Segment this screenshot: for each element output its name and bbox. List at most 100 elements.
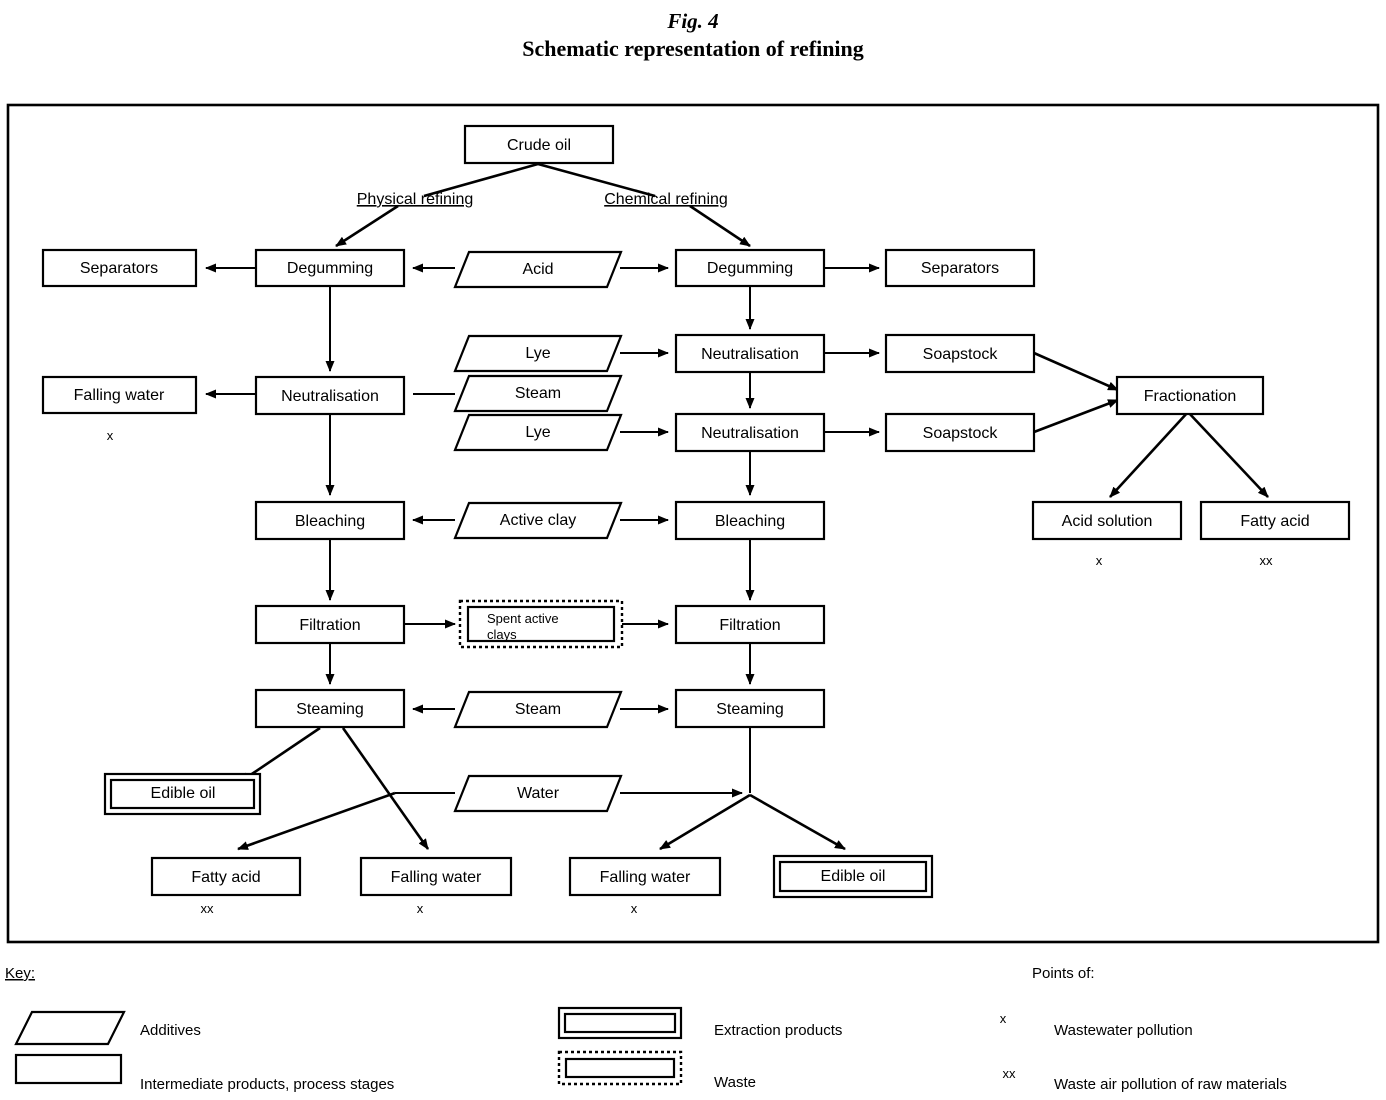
node-steaming-right[interactable]: Steaming — [674, 688, 826, 729]
node-neutralisation-right-2[interactable]: Neutralisation — [674, 412, 826, 453]
node-bleaching-left[interactable]: Bleaching — [254, 500, 406, 541]
edge-soapstock1-fractionation — [1033, 351, 1119, 392]
edge-soapstock2-fractionation — [1033, 398, 1119, 434]
node-degumming-left[interactable]: Degumming — [254, 248, 406, 288]
key-swatch-intermediate — [14, 1053, 123, 1085]
pollution-mark-fatty-acid-bottom: xx — [201, 901, 215, 916]
node-soapstock-1-label: Soapstock — [923, 346, 999, 363]
edge-crude-to-physical — [423, 162, 539, 198]
key-label-waste: Waste — [714, 1074, 756, 1091]
key-label-wastewater: Wastewater pollution — [1054, 1022, 1193, 1039]
figure-title: Schematic representation of refining — [522, 36, 864, 61]
node-falling-water-bottom-1[interactable]: Falling water — [359, 856, 513, 897]
node-fractionation[interactable]: Fractionation — [1115, 375, 1265, 416]
key-swatch-extraction — [557, 1006, 683, 1040]
node-separators-left[interactable]: Separators — [41, 248, 198, 288]
node-degumming-left-label: Degumming — [287, 260, 373, 277]
additive-steam-bottom[interactable]: Steam — [453, 690, 623, 729]
key-swatch-additives — [14, 1010, 126, 1046]
edge-steamingL-fallingwater — [341, 727, 430, 850]
node-filtration-right-label: Filtration — [719, 617, 780, 634]
additive-lye-1[interactable]: Lye — [453, 334, 623, 373]
additive-water[interactable]: Water — [453, 774, 623, 813]
edge-chemical-to-degumming — [689, 204, 751, 248]
additive-acid-label: Acid — [522, 261, 553, 278]
node-soapstock-2[interactable]: Soapstock — [884, 412, 1036, 453]
pollution-mark-falling-water-b2: x — [631, 901, 638, 916]
pollution-mark-falling-water-b1: x — [417, 901, 424, 916]
node-acid-solution[interactable]: Acid solution — [1031, 500, 1183, 541]
figure-number: Fig. 4 — [667, 9, 719, 33]
key-swatch-waste — [557, 1050, 683, 1086]
additive-lye-2[interactable]: Lye — [453, 413, 623, 452]
node-neutralisation-left-label: Neutralisation — [281, 388, 379, 405]
points-of-heading: Points of: — [1032, 965, 1095, 982]
node-fractionation-label: Fractionation — [1144, 388, 1237, 405]
node-fatty-acid-bottom[interactable]: Fatty acid — [150, 856, 302, 897]
edge-junctionR-edibleoil — [749, 793, 846, 851]
additive-steam-middle-label: Steam — [515, 385, 561, 402]
diagram-frame — [6, 103, 1380, 944]
node-neutralisation-left[interactable]: Neutralisation — [254, 375, 406, 416]
additive-active-clay[interactable]: Active clay — [453, 501, 623, 540]
edge-fractionation-acidsolution — [1109, 411, 1189, 498]
branch-label-physical: Physical refining — [357, 191, 474, 208]
node-edible-oil-left-label: Edible oil — [151, 785, 216, 802]
additive-lye-2-label: Lye — [525, 424, 550, 441]
node-spent-active-clays[interactable]: Spent active clays — [458, 599, 624, 649]
node-bleaching-left-label: Bleaching — [295, 513, 365, 530]
additive-steam-bottom-label: Steam — [515, 701, 561, 718]
node-degumming-right[interactable]: Degumming — [674, 248, 826, 288]
key-mark-wastewater: x — [1000, 1011, 1007, 1026]
node-separators-right[interactable]: Separators — [884, 248, 1036, 288]
node-falling-water-left[interactable]: Falling water — [41, 375, 198, 415]
node-acid-solution-label: Acid solution — [1062, 513, 1153, 530]
node-neutralisation-right-1-label: Neutralisation — [701, 346, 799, 363]
additive-acid[interactable]: Acid — [453, 250, 623, 289]
edge-fractionation-fattyacid — [1187, 411, 1269, 498]
node-separators-left-label: Separators — [80, 260, 158, 277]
node-filtration-left[interactable]: Filtration — [254, 604, 406, 645]
node-fatty-acid-right-label: Fatty acid — [1240, 513, 1309, 530]
node-neutralisation-right-2-label: Neutralisation — [701, 425, 799, 442]
node-steaming-left-label: Steaming — [296, 701, 364, 718]
node-bleaching-right[interactable]: Bleaching — [674, 500, 826, 541]
node-fatty-acid-bottom-label: Fatty acid — [191, 869, 260, 886]
branch-label-chemical: Chemical refining — [604, 191, 728, 208]
edge-junctionL-fattyacid — [237, 791, 396, 851]
key-label-extraction: Extraction products — [714, 1022, 842, 1039]
additive-steam-middle[interactable]: Steam — [453, 374, 623, 413]
node-soapstock-1[interactable]: Soapstock — [884, 333, 1036, 374]
edge-junctionR-fallingwater — [659, 793, 751, 851]
node-falling-water-bottom-2-label: Falling water — [600, 869, 691, 886]
additive-active-clay-label: Active clay — [500, 512, 576, 529]
additive-water-label: Water — [517, 785, 560, 802]
node-steaming-right-label: Steaming — [716, 701, 784, 718]
node-degumming-right-label: Degumming — [707, 260, 793, 277]
node-filtration-left-label: Filtration — [299, 617, 360, 634]
node-fatty-acid-right[interactable]: Fatty acid — [1199, 500, 1351, 541]
node-neutralisation-right-1[interactable]: Neutralisation — [674, 333, 826, 374]
node-crude-oil-label: Crude oil — [507, 137, 571, 154]
pollution-mark-fatty-acid-right: xx — [1260, 553, 1274, 568]
node-filtration-right[interactable]: Filtration — [674, 604, 826, 645]
edge-crude-to-chemical — [537, 162, 656, 198]
node-edible-oil-left[interactable]: Edible oil — [103, 772, 262, 816]
node-separators-right-label: Separators — [921, 260, 999, 277]
node-falling-water-bottom-1-label: Falling water — [391, 869, 482, 886]
pollution-mark-falling-water-left: x — [107, 428, 114, 443]
key-mark-wasteair: xx — [1003, 1066, 1017, 1081]
key-label-additives: Additives — [140, 1022, 201, 1039]
node-steaming-left[interactable]: Steaming — [254, 688, 406, 729]
edge-physical-to-degumming — [335, 204, 399, 248]
node-falling-water-left-label: Falling water — [74, 387, 165, 404]
node-spent-active-clays-label-line2: clays — [487, 627, 517, 642]
node-spent-active-clays-label-line1: Spent active — [487, 611, 559, 626]
node-edible-oil-right[interactable]: Edible oil — [772, 854, 934, 899]
additive-lye-1-label: Lye — [525, 345, 550, 362]
node-edible-oil-right-label: Edible oil — [821, 868, 886, 885]
key-label-intermediate: Intermediate products, process stages — [140, 1076, 394, 1093]
node-falling-water-bottom-2[interactable]: Falling water — [568, 856, 722, 897]
node-crude-oil[interactable]: Crude oil — [463, 124, 615, 165]
